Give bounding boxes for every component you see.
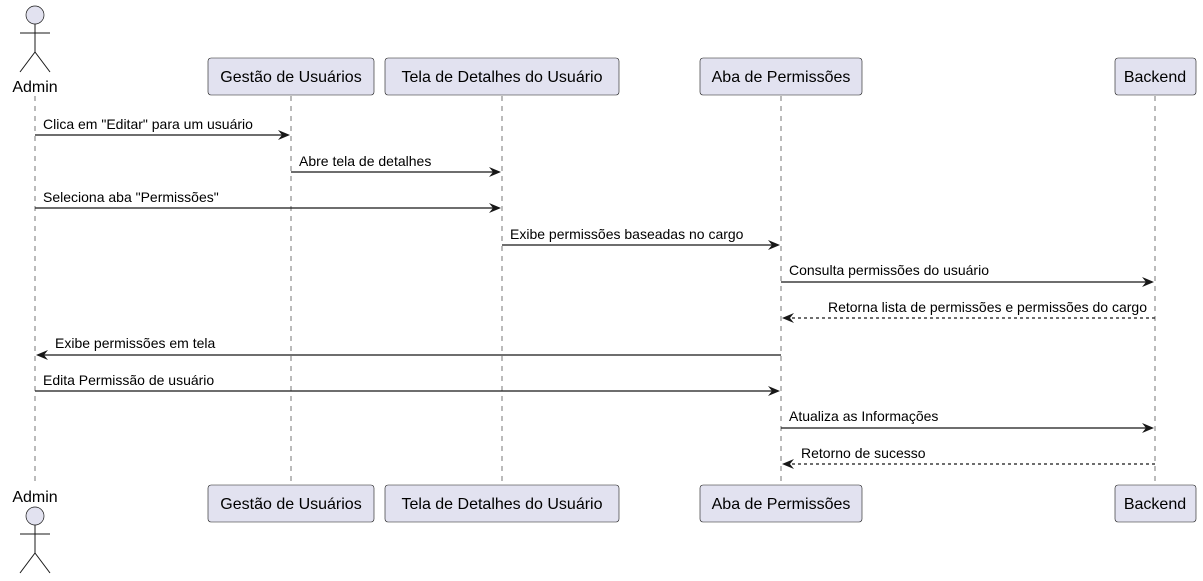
message-label: Clica em "Editar" para um usuário xyxy=(43,116,253,132)
participant-backend-label: Backend xyxy=(1124,69,1186,86)
arrow-right-icon xyxy=(1142,423,1154,433)
arrow-left-icon xyxy=(782,313,794,323)
actor-admin-top: Admin xyxy=(12,5,58,96)
arrow-left-icon xyxy=(36,350,48,360)
message-7: Exibe permissões em tela xyxy=(36,335,781,360)
participant-detalhes-label: Tela de Detalhes do Usuário xyxy=(401,496,602,513)
message-2: Abre tela de detalhes xyxy=(291,153,501,177)
message-9: Atualiza as Informações xyxy=(781,408,1154,433)
actor-admin-bottom: Admin xyxy=(12,489,58,574)
participant-aba-bottom: Aba de Permissões xyxy=(699,484,863,523)
participant-gestao-bottom: Gestão de Usuários xyxy=(207,484,375,523)
message-8: Edita Permissão de usuário xyxy=(35,372,780,396)
arrow-right-icon xyxy=(768,240,780,250)
message-label: Exibe permissões em tela xyxy=(55,335,216,351)
participant-detalhes-bottom: Tela de Detalhes do Usuário xyxy=(384,484,620,523)
arrow-left-icon xyxy=(782,459,794,469)
message-label: Retorno de sucesso xyxy=(801,445,926,461)
message-label: Seleciona aba "Permissões" xyxy=(43,189,219,205)
participant-gestao-label: Gestão de Usuários xyxy=(220,69,361,86)
participant-detalhes-top: Tela de Detalhes do Usuário xyxy=(384,57,620,96)
message-1: Clica em "Editar" para um usuário xyxy=(35,116,290,140)
message-label: Atualiza as Informações xyxy=(789,408,938,424)
actor-admin-label: Admin xyxy=(12,79,57,96)
participant-backend-bottom: Backend xyxy=(1114,484,1197,523)
arrow-right-icon xyxy=(489,203,501,213)
participant-detalhes-label: Tela de Detalhes do Usuário xyxy=(401,69,602,86)
message-label: Consulta permissões do usuário xyxy=(789,262,989,278)
arrow-right-icon xyxy=(489,167,501,177)
message-4: Exibe permissões baseadas no cargo xyxy=(502,226,780,250)
message-label: Retorna lista de permissões e permissões… xyxy=(828,299,1147,315)
participant-gestao-label: Gestão de Usuários xyxy=(220,496,361,513)
actor-head-icon xyxy=(25,5,45,25)
arrow-right-icon xyxy=(1142,277,1154,287)
message-label: Abre tela de detalhes xyxy=(299,153,431,169)
participant-aba-label: Aba de Permissões xyxy=(712,69,851,86)
arrow-right-icon xyxy=(278,130,290,140)
message-label: Edita Permissão de usuário xyxy=(43,372,214,388)
actor-head-icon xyxy=(25,506,45,526)
arrow-right-icon xyxy=(768,386,780,396)
participant-aba-label: Aba de Permissões xyxy=(712,496,851,513)
message-3: Seleciona aba "Permissões" xyxy=(35,189,501,213)
message-10: Retorno de sucesso xyxy=(782,445,1155,469)
message-5: Consulta permissões do usuário xyxy=(781,262,1154,287)
actor-admin-label: Admin xyxy=(12,489,57,506)
participant-backend-label: Backend xyxy=(1124,496,1186,513)
participant-gestao-top: Gestão de Usuários xyxy=(207,57,375,96)
message-label: Exibe permissões baseadas no cargo xyxy=(510,226,744,242)
message-6: Retorna lista de permissões e permissões… xyxy=(782,299,1155,323)
participant-backend-top: Backend xyxy=(1114,57,1197,96)
participant-aba-top: Aba de Permissões xyxy=(699,57,863,96)
